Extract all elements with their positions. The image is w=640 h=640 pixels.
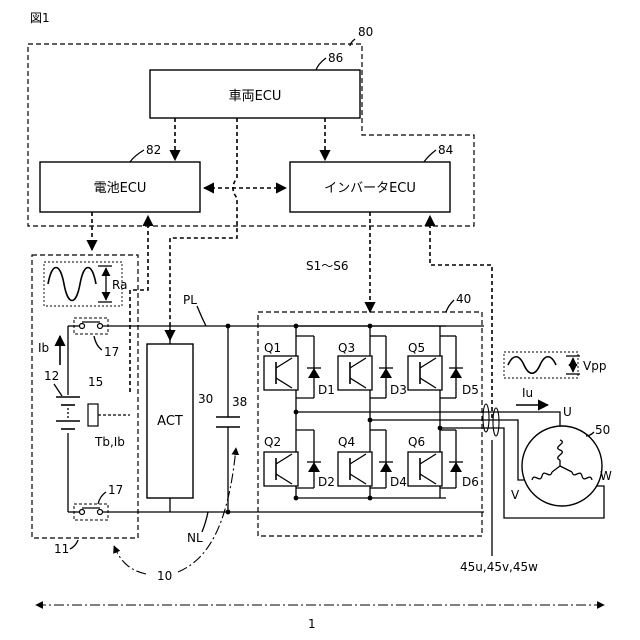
relay-contact-bottom-a: [80, 510, 85, 515]
igbt-q3: [338, 356, 372, 390]
ref-12: 12: [44, 369, 59, 383]
pl-label: PL: [183, 293, 197, 307]
battery-ripple-wave: [48, 268, 96, 301]
diode-d2: [308, 462, 320, 472]
label-d5: D5: [462, 383, 479, 397]
label-d1: D1: [318, 383, 335, 397]
label-q5: Q5: [408, 341, 425, 355]
leader-nl: [202, 512, 208, 532]
igbt-q4: [338, 452, 372, 486]
motor: [522, 426, 602, 506]
ref-50: 50: [595, 423, 610, 437]
ra-label: Ra: [112, 278, 127, 292]
diode-d4: [380, 462, 392, 472]
label-d4: D4: [390, 475, 407, 489]
leader-80: [350, 39, 355, 46]
ref-30: 30: [198, 392, 213, 406]
phase-v-label: V: [511, 488, 520, 502]
phase-w-label: W: [600, 469, 612, 483]
label-d6: D6: [462, 475, 479, 489]
igbt-q5: [408, 356, 442, 390]
leader-pl: [197, 306, 206, 326]
label-q4: Q4: [338, 435, 355, 449]
ref-11: 11: [54, 542, 69, 556]
ref-80: 80: [358, 25, 373, 39]
diode-d5: [450, 368, 462, 378]
diode-d6: [450, 462, 462, 472]
leader-11: [70, 540, 78, 549]
leader-82: [130, 150, 144, 162]
ref-1: 1: [308, 617, 316, 631]
ref-17-top: 17: [104, 345, 119, 359]
vehicle-ecu-label: 車両ECU: [229, 89, 282, 104]
leader-17-bottom: [98, 492, 106, 504]
battery-ecu-label: 電池ECU: [94, 181, 147, 196]
leader-17-top: [94, 336, 102, 350]
vpp-wave: [508, 357, 556, 374]
igbt-q1: [264, 356, 298, 390]
ref-40: 40: [456, 292, 471, 306]
label-q1: Q1: [264, 341, 281, 355]
label-d2: D2: [318, 475, 335, 489]
leader-12: [54, 384, 62, 396]
actuator-label: ACT: [157, 414, 183, 429]
node-pl-cap: [226, 324, 231, 329]
ref-84: 84: [438, 143, 453, 157]
node-nl-cap: [226, 510, 231, 515]
power-device-chain-2: [114, 546, 146, 574]
tb-ib-label: Tb,Ib: [94, 435, 125, 449]
ref-82: 82: [146, 143, 161, 157]
iu-label: Iu: [522, 386, 533, 400]
vpp-label: Vpp: [583, 359, 606, 373]
label-q2: Q2: [264, 435, 281, 449]
nl-label: NL: [187, 531, 203, 545]
igbt-q2: [264, 452, 298, 486]
ref-15: 15: [88, 375, 103, 389]
signal-sensor-to-battery-ecu: [130, 216, 148, 392]
leader-84: [424, 150, 436, 162]
igbt-q6: [408, 452, 442, 486]
ref-38: 38: [232, 395, 247, 409]
ref-86: 86: [328, 51, 343, 65]
sensors-label: 45u,45v,45w: [460, 560, 538, 574]
phase-u-wire: [296, 412, 560, 440]
inverter-ecu-label: インバータECU: [324, 181, 416, 196]
diode-d1: [308, 368, 320, 378]
figure-label: 図1: [30, 11, 50, 25]
leader-40: [446, 300, 454, 312]
phase-u-label: U: [563, 405, 572, 419]
signals-label: S1～S6: [306, 259, 349, 273]
relay-contact-top-b: [98, 324, 103, 329]
diode-d3: [380, 368, 392, 378]
label-d3: D3: [390, 383, 407, 397]
ripple-window: [44, 262, 122, 306]
leader-86: [316, 58, 326, 70]
ref-10: 10: [157, 569, 172, 583]
battery-sensor: [88, 404, 98, 426]
ref-17-bottom: 17: [108, 483, 123, 497]
relay-contact-top-a: [80, 324, 85, 329]
label-q6: Q6: [408, 435, 425, 449]
ib-label: Ib: [38, 341, 49, 355]
leader-50: [586, 432, 594, 436]
signal-vehicle-to-act: [170, 118, 237, 340]
relay-contact-bottom-b: [98, 510, 103, 515]
label-q3: Q3: [338, 341, 355, 355]
